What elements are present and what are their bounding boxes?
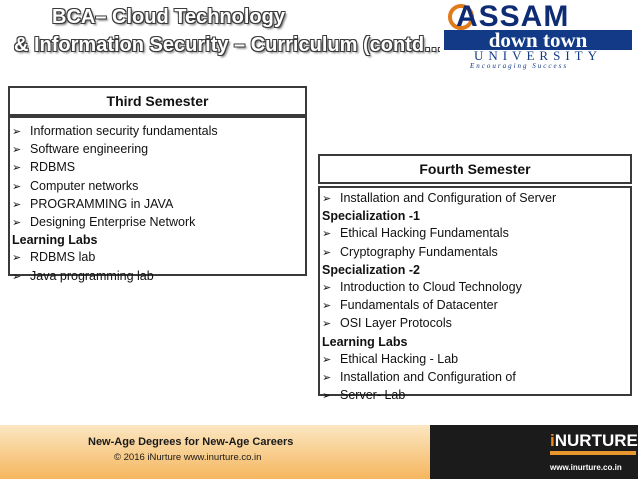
list-item-text: Server- Lab	[340, 388, 406, 403]
section-heading: Specialization -2	[322, 262, 420, 277]
footer-banner: New-Age Degrees for New-Age Careers © 20…	[0, 425, 430, 479]
list-item: ➢ Fundamentals of Datacenter	[322, 297, 630, 315]
arrow-bullet-icon: ➢	[12, 180, 22, 193]
list-item-text: RDBMS lab	[30, 250, 96, 265]
arrow-bullet-icon: ➢	[322, 390, 332, 403]
list-item: ➢ Ethical Hacking - Lab	[322, 351, 630, 369]
list-item: ➢ PROGRAMMING in JAVA	[12, 196, 305, 214]
arrow-bullet-icon: ➢	[322, 300, 332, 313]
arrow-bullet-icon: ➢	[12, 126, 22, 138]
third-semester-list: ➢ Information security fundamentals ➢ Softw…	[8, 116, 307, 283]
list-item-text: Computer networks	[30, 178, 139, 193]
logo-band: down town	[444, 30, 632, 51]
title-line-2: & Information Security – Curriculum (con…	[14, 34, 451, 56]
list-item: ➢ Computer networks	[12, 178, 305, 196]
third-semester-items: ➢ Information security fundamentals ➢ Softw…	[10, 123, 305, 286]
list-item: ➢ Software engineering	[12, 141, 305, 159]
list-item-text: Information security fundamentals	[30, 124, 218, 138]
list-item: ➢ Introduction to Cloud Technology	[322, 279, 630, 297]
fourth-semester-header: Fourth Semester	[318, 154, 632, 184]
list-item-text: Java programming lab	[30, 268, 154, 283]
inurture-wordmark: iNURTURE	[550, 431, 638, 451]
arrow-bullet-icon: ➢	[12, 198, 22, 211]
arrow-bullet-icon: ➢	[322, 193, 332, 205]
slide-title: BCA– Cloud Technology & Information Secu…	[0, 0, 451, 62]
list-item-text: Cryptography Fundamentals	[340, 244, 498, 259]
logo-university: UNIVERSITY	[474, 48, 602, 63]
list-item-text: Ethical Hacking Fundamentals	[340, 226, 509, 241]
section-heading: Specialization -1	[322, 209, 420, 224]
list-item-text: Ethical Hacking - Lab	[340, 351, 459, 366]
arrow-bullet-icon: ➢	[12, 144, 22, 157]
list-item-text: OSI Layer Protocols	[340, 316, 452, 331]
footer-tagline: New-Age Degrees for New-Age Careers	[88, 436, 294, 448]
logo-tagline: Encouraging Success	[470, 62, 569, 70]
list-item: ➢ Ethical Hacking Fundamentals	[322, 225, 630, 243]
list-item: ➢ OSI Layer Protocols	[322, 315, 630, 333]
arrow-bullet-icon: ➢	[322, 318, 332, 331]
arrow-bullet-icon: ➢	[322, 372, 332, 385]
list-item-text: Fundamentals of Datacenter	[340, 298, 498, 313]
footer-copyright: © 2016 iNurture www.inurture.co.in	[114, 452, 262, 463]
inurture-logo: iNURTURE www.inurture.co.in	[430, 425, 638, 479]
inurture-i: i	[550, 431, 555, 450]
section-heading: Learning Labs	[12, 233, 98, 248]
list-item-text: Installation and Configuration of Server	[340, 191, 557, 205]
section-heading: Learning Labs	[322, 334, 408, 349]
fourth-semester-list: ➢ Installation and Configuration of Serve…	[318, 186, 632, 402]
list-item: ➢ Installation and Configuration of Serve…	[322, 190, 630, 208]
inurture-bar	[550, 451, 636, 455]
logo-brand: ASSAM	[456, 0, 570, 33]
inurture-name: NURTURE	[554, 431, 638, 450]
arrow-bullet-icon: ➢	[12, 217, 22, 230]
third-semester-heading: Third Semester	[106, 93, 209, 109]
logo-ring-icon	[448, 4, 474, 30]
fourth-semester-items: ➢ Installation and Configuration of Serve…	[320, 190, 630, 405]
arrow-bullet-icon: ➢	[322, 246, 332, 259]
title-line-1: BCA– Cloud Technology	[52, 6, 285, 28]
third-semester-header: Third Semester	[8, 86, 307, 116]
list-item: ➢ Java programming lab	[12, 268, 305, 286]
list-item: ➢ Information security fundamentals	[12, 123, 305, 141]
list-item-text: Software engineering	[30, 142, 149, 157]
list-item-text: Introduction to Cloud Technology	[340, 280, 522, 295]
arrow-bullet-icon: ➢	[322, 282, 332, 295]
university-logo: ASSAM down town UNIVERSITY Encouraging S…	[440, 0, 632, 70]
list-item-text: Designing Enterprise Network	[30, 215, 196, 230]
arrow-bullet-icon: ➢	[322, 353, 332, 366]
arrow-bullet-icon: ➢	[322, 228, 332, 241]
list-item-text: Installation and Configuration of	[340, 370, 516, 385]
fourth-semester-heading: Fourth Semester	[419, 161, 531, 177]
list-item-text: RDBMS	[30, 160, 76, 175]
list-item-text: PROGRAMMING in JAVA	[30, 196, 174, 211]
arrow-bullet-icon: ➢	[12, 162, 22, 175]
list-item: ➢ RDBMS	[12, 159, 305, 177]
inurture-website: www.inurture.co.in	[550, 463, 622, 472]
list-item: ➢ Designing Enterprise Network	[12, 214, 305, 232]
list-item: ➢ Cryptography Fundamentals	[322, 244, 630, 262]
arrow-bullet-icon: ➢	[12, 270, 22, 283]
list-item: ➢ Server- Lab	[322, 387, 630, 405]
list-item: ➢ Installation and Configuration of	[322, 369, 630, 387]
list-item: ➢ RDBMS lab	[12, 249, 305, 267]
arrow-bullet-icon: ➢	[12, 252, 22, 265]
